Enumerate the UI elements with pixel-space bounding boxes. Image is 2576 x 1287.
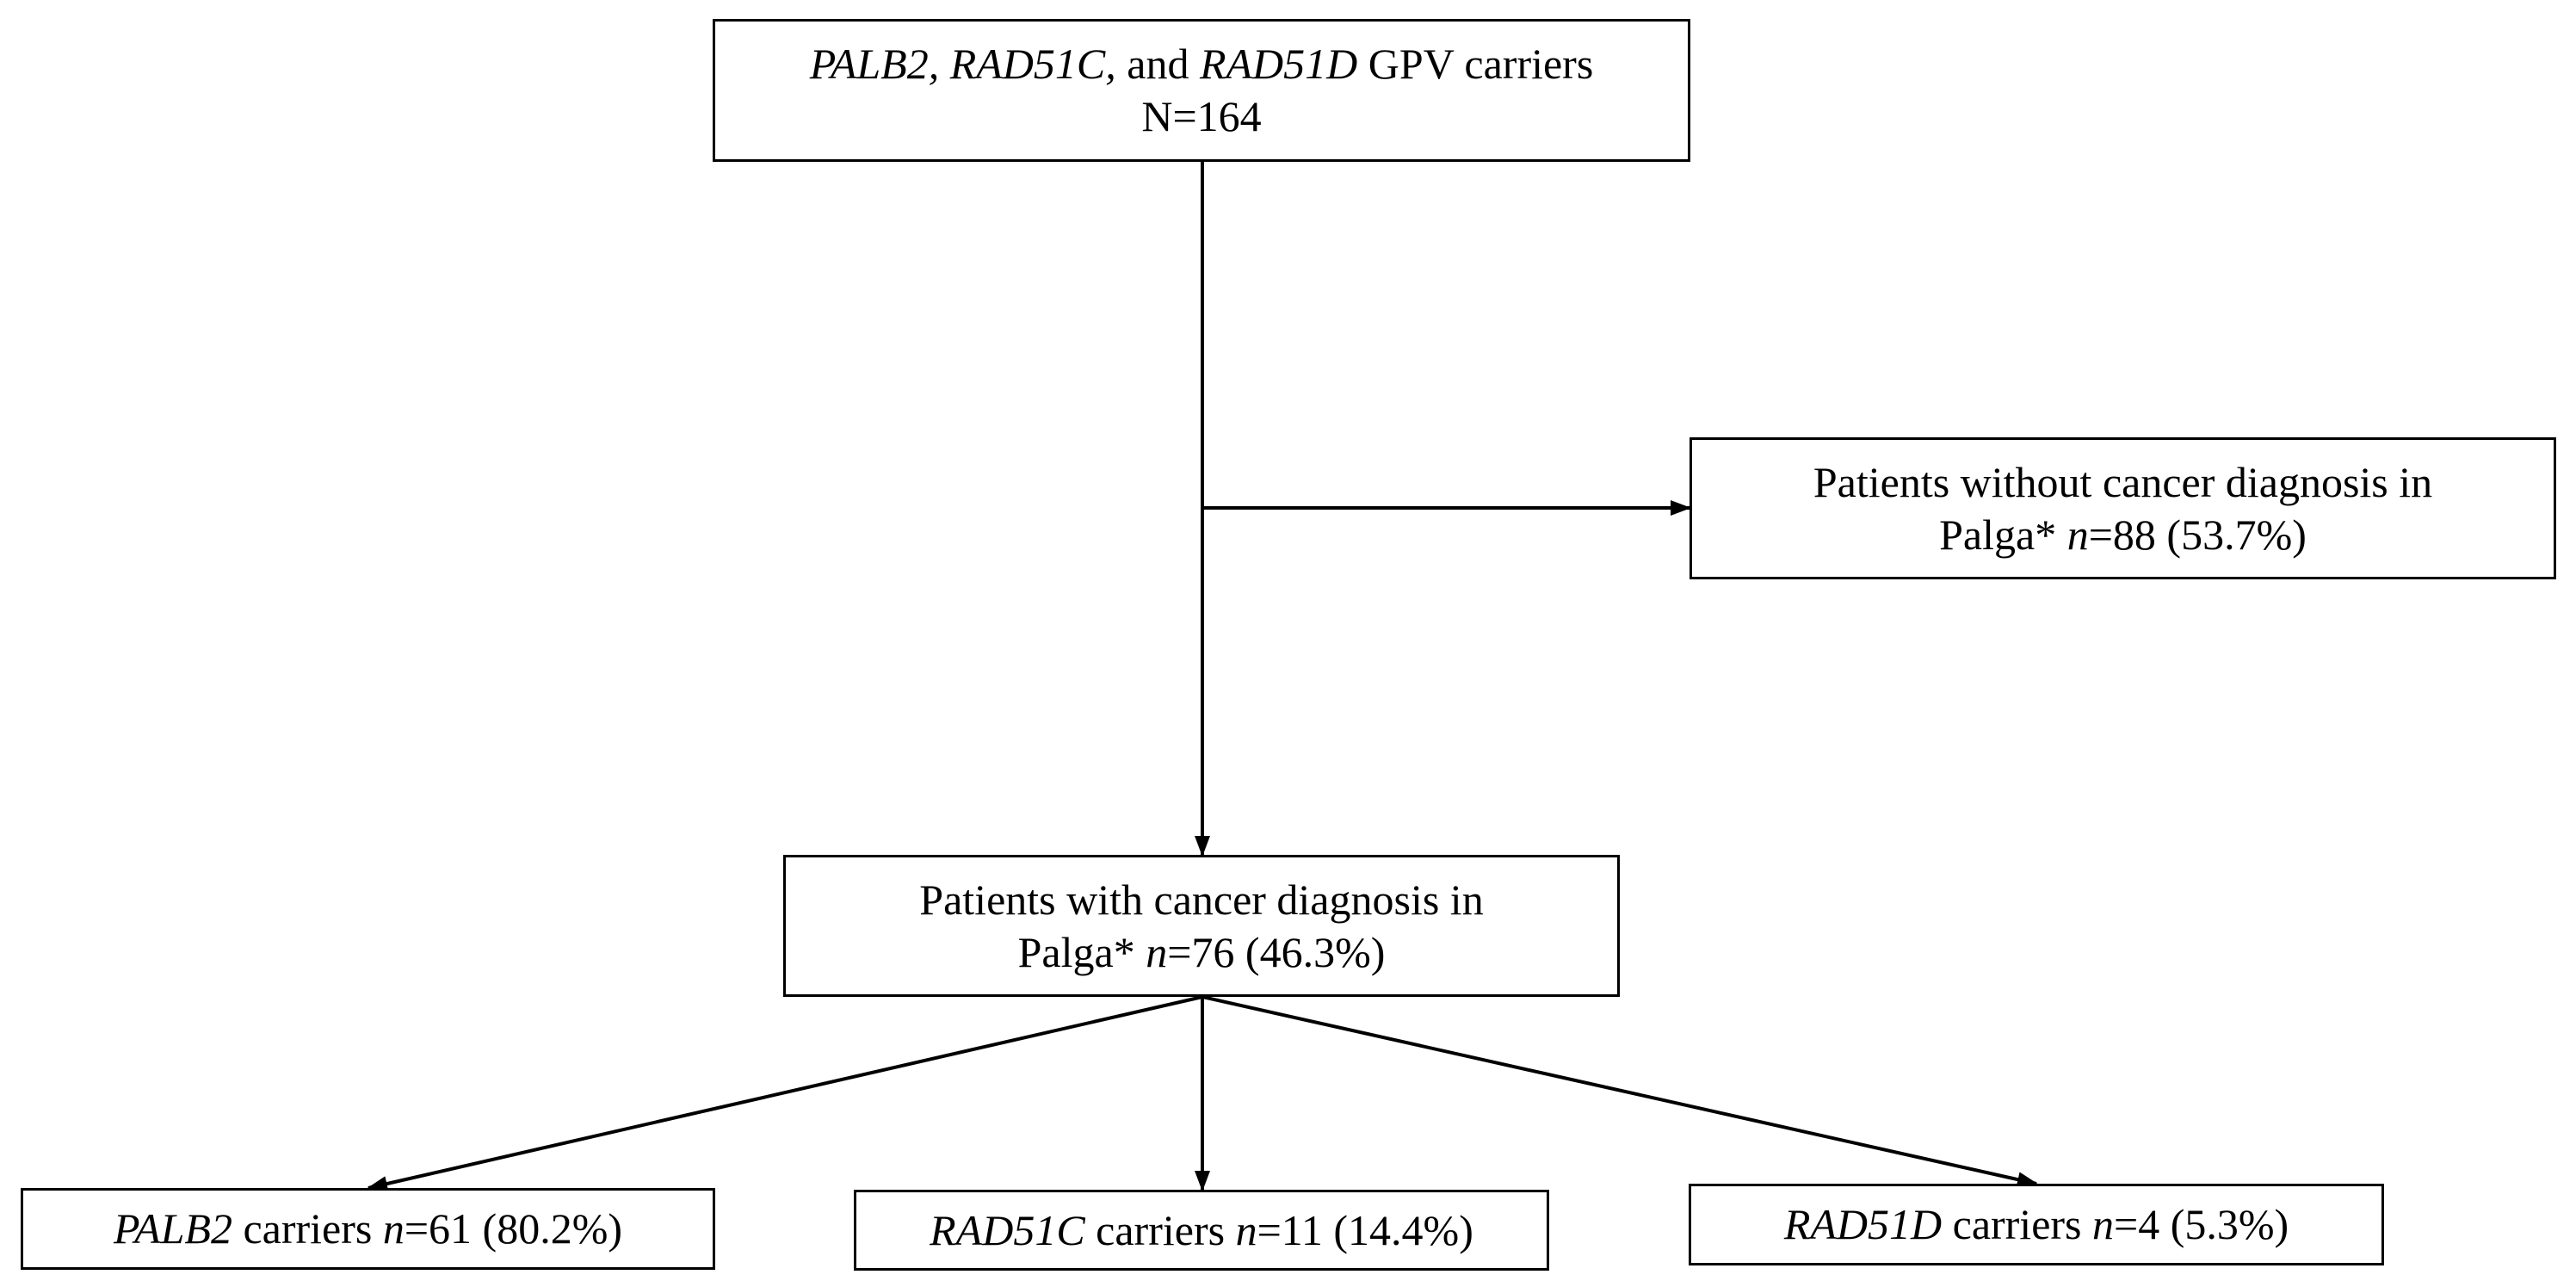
total-carriers-title: PALB2, RAD51C, and RAD51D GPV carriers — [810, 38, 1594, 90]
gene-rad51c-label: RAD51C, — [949, 40, 1116, 88]
rad51c-carriers-box: RAD51C carriers n=11 (14.4%) — [854, 1190, 1549, 1271]
carriers-text: carriers — [1952, 1200, 2082, 1248]
rad51c-carriers-label: RAD51C carriers n=11 (14.4%) — [930, 1204, 1473, 1257]
split-to-palb2-line — [367, 995, 1203, 1191]
count-value: =4 (5.3%) — [2114, 1200, 2289, 1248]
split-to-rad51d-line — [1202, 995, 2038, 1187]
conjunction-label: and — [1127, 40, 1189, 88]
carriers-suffix-label: GPV carriers — [1368, 40, 1594, 88]
n-symbol: n — [1235, 1205, 1257, 1254]
n-symbol: n — [1146, 927, 1168, 976]
gene-rad51d-label: RAD51D — [1199, 40, 1358, 88]
cancer-diagnosis-count: Palga* n=76 (46.3%) — [1018, 926, 1386, 979]
cancer-diagnosis-box: Patients with cancer diagnosis in Palga*… — [783, 855, 1620, 997]
palb2-carriers-box: PALB2 carriers n=61 (80.2%) — [21, 1188, 715, 1270]
gene-palb2-label: PALB2, — [809, 40, 940, 88]
total-count-label: N=164 — [1141, 92, 1262, 140]
carriers-text: carriers — [243, 1204, 373, 1253]
count-value: =11 (14.4%) — [1257, 1205, 1473, 1254]
carriers-text: carriers — [1096, 1205, 1226, 1254]
rad51d-carriers-label: RAD51D carriers n=4 (5.3%) — [1784, 1198, 2289, 1251]
count-value: =76 (46.3%) — [1167, 927, 1386, 976]
total-carriers-box: PALB2, RAD51C, and RAD51D GPV carriers N… — [713, 19, 1690, 162]
palga-prefix-label: Palga* — [1939, 510, 2057, 559]
count-value: =88 (53.7%) — [2088, 510, 2307, 559]
n-symbol: n — [382, 1204, 405, 1253]
n-symbol: n — [2092, 1200, 2115, 1248]
count-value: =61 (80.2%) — [404, 1204, 623, 1253]
cancer-diagnosis-title: Patients with cancer diagnosis in — [919, 875, 1484, 924]
gene-name: RAD51C — [930, 1205, 1085, 1254]
rad51d-carriers-box: RAD51D carriers n=4 (5.3%) — [1689, 1184, 2384, 1265]
palb2-carriers-label: PALB2 carriers n=61 (80.2%) — [114, 1203, 622, 1255]
no-cancer-diagnosis-count: Palga* n=88 (53.7%) — [1939, 509, 2307, 561]
gene-name: PALB2 — [113, 1204, 232, 1253]
n-symbol: n — [2066, 510, 2089, 559]
no-cancer-diagnosis-title: Patients without cancer diagnosis in — [1813, 457, 2433, 506]
gene-name: RAD51D — [1783, 1200, 1943, 1248]
palga-prefix-label: Palga* — [1017, 927, 1135, 976]
no-cancer-diagnosis-box: Patients without cancer diagnosis in Pal… — [1690, 437, 2556, 579]
